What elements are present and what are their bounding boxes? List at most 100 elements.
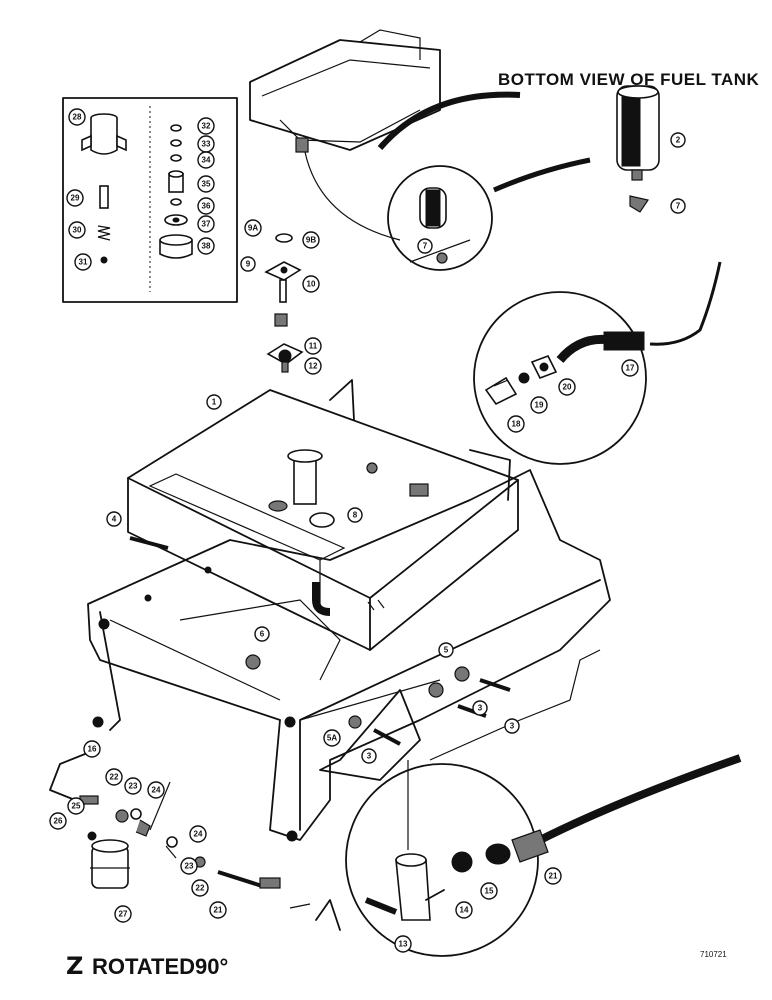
callout-22: 22 bbox=[191, 879, 209, 897]
callout-18: 18 bbox=[507, 415, 525, 433]
callout-text: 21 bbox=[549, 872, 558, 881]
callout-9B: 9B bbox=[302, 231, 320, 249]
callout-text: 19 bbox=[535, 401, 544, 410]
callout-text: 31 bbox=[79, 258, 88, 267]
callout-24: 24 bbox=[189, 825, 207, 843]
callout-text: 14 bbox=[460, 906, 469, 915]
callout-text: 7 bbox=[676, 202, 681, 211]
callout-text: 22 bbox=[196, 884, 205, 893]
rotation-symbol: Z bbox=[66, 952, 84, 980]
callout-text: 9A bbox=[248, 224, 258, 233]
callout-text: 12 bbox=[309, 362, 318, 371]
callout-9A: 9A bbox=[244, 219, 262, 237]
filter-assembly-2 bbox=[616, 85, 660, 213]
bottom-view-heading: BOTTOM VIEW OF FUEL TANK bbox=[498, 70, 760, 89]
callout-21: 21 bbox=[544, 867, 562, 885]
callout-25: 25 bbox=[67, 797, 85, 815]
callout-text: 9B bbox=[306, 236, 316, 245]
callout-24: 24 bbox=[147, 781, 165, 799]
callout-19: 19 bbox=[530, 396, 548, 414]
callout-5: 5 bbox=[438, 642, 454, 658]
callout-17: 17 bbox=[621, 359, 639, 377]
callout-37: 37 bbox=[197, 215, 215, 233]
callout-20: 20 bbox=[558, 378, 576, 396]
rotation-label: ROTATED90° bbox=[92, 954, 229, 979]
callout-text: 24 bbox=[194, 830, 203, 839]
callout-text: 17 bbox=[626, 364, 635, 373]
callout-10: 10 bbox=[302, 275, 320, 293]
callout-38: 38 bbox=[197, 237, 215, 255]
callout-7: 7 bbox=[670, 198, 686, 214]
callout-8: 8 bbox=[347, 507, 363, 523]
callout-text: 15 bbox=[485, 887, 494, 896]
tank-support-frame bbox=[87, 469, 611, 842]
callout-14: 14 bbox=[455, 901, 473, 919]
callout-2: 2 bbox=[670, 132, 686, 148]
callout-28: 28 bbox=[68, 108, 86, 126]
callout-21: 21 bbox=[209, 901, 227, 919]
main-fuel-tank bbox=[127, 379, 519, 651]
callout-text: 37 bbox=[202, 220, 211, 229]
callout-text: 30 bbox=[73, 226, 82, 235]
hose-detail bbox=[473, 261, 722, 465]
callout-text: 13 bbox=[399, 940, 408, 949]
callout-23: 23 bbox=[124, 777, 142, 795]
callout-23: 23 bbox=[180, 857, 198, 875]
callout-text: 33 bbox=[202, 140, 211, 149]
callout-6: 6 bbox=[254, 626, 270, 642]
callout-text: 3 bbox=[367, 752, 372, 761]
callout-15: 15 bbox=[480, 882, 498, 900]
callout-12: 12 bbox=[304, 357, 322, 375]
callout-31: 31 bbox=[74, 253, 92, 271]
callout-text: 1 bbox=[212, 398, 217, 407]
callout-text: 27 bbox=[119, 910, 128, 919]
bottom-filter-assembly bbox=[49, 751, 341, 931]
callout-text: 16 bbox=[88, 745, 97, 754]
callout-4: 4 bbox=[106, 511, 122, 527]
callout-text: 18 bbox=[512, 420, 521, 429]
callout-3: 3 bbox=[361, 748, 377, 764]
callout-32: 32 bbox=[197, 117, 215, 135]
callout-13: 13 bbox=[394, 935, 412, 953]
callout-text: 24 bbox=[152, 786, 161, 795]
callout-text: 28 bbox=[73, 113, 82, 122]
callout-11: 11 bbox=[304, 337, 322, 355]
callout-text: 21 bbox=[214, 906, 223, 915]
callout-text: 9 bbox=[246, 260, 251, 269]
callout-36: 36 bbox=[197, 197, 215, 215]
callout-3: 3 bbox=[504, 718, 520, 734]
callout-9: 9 bbox=[240, 256, 256, 272]
callout-26: 26 bbox=[49, 812, 67, 830]
callout-text: 10 bbox=[307, 280, 316, 289]
fuel-tank-bottom-view bbox=[249, 29, 591, 271]
callout-text: 29 bbox=[71, 194, 80, 203]
callout-text: 34 bbox=[202, 156, 211, 165]
callout-29: 29 bbox=[66, 189, 84, 207]
callout-text: 6 bbox=[260, 630, 265, 639]
callout-7: 7 bbox=[417, 238, 433, 254]
figure-number: 710721 bbox=[700, 950, 727, 959]
callout-5A: 5A bbox=[323, 729, 341, 747]
callout-text: 8 bbox=[353, 511, 358, 520]
callout-text: 26 bbox=[54, 817, 63, 826]
callout-22: 22 bbox=[105, 768, 123, 786]
callout-3: 3 bbox=[472, 700, 488, 716]
callout-34: 34 bbox=[197, 151, 215, 169]
callout-text: 5A bbox=[327, 734, 337, 743]
callout-35: 35 bbox=[197, 175, 215, 193]
valve-detail bbox=[345, 754, 742, 957]
callout-33: 33 bbox=[197, 135, 215, 153]
callout-text: 3 bbox=[478, 704, 483, 713]
callout-text: 23 bbox=[129, 782, 138, 791]
callout-16: 16 bbox=[83, 740, 101, 758]
callout-30: 30 bbox=[68, 221, 86, 239]
callout-27: 27 bbox=[114, 905, 132, 923]
filter-parts-inset bbox=[62, 97, 238, 303]
callout-text: 32 bbox=[202, 122, 211, 131]
callout-text: 2 bbox=[676, 136, 681, 145]
callout-1: 1 bbox=[206, 394, 222, 410]
callout-text: 20 bbox=[563, 383, 572, 392]
callout-text: 11 bbox=[309, 342, 318, 351]
callout-text: 5 bbox=[444, 646, 449, 655]
